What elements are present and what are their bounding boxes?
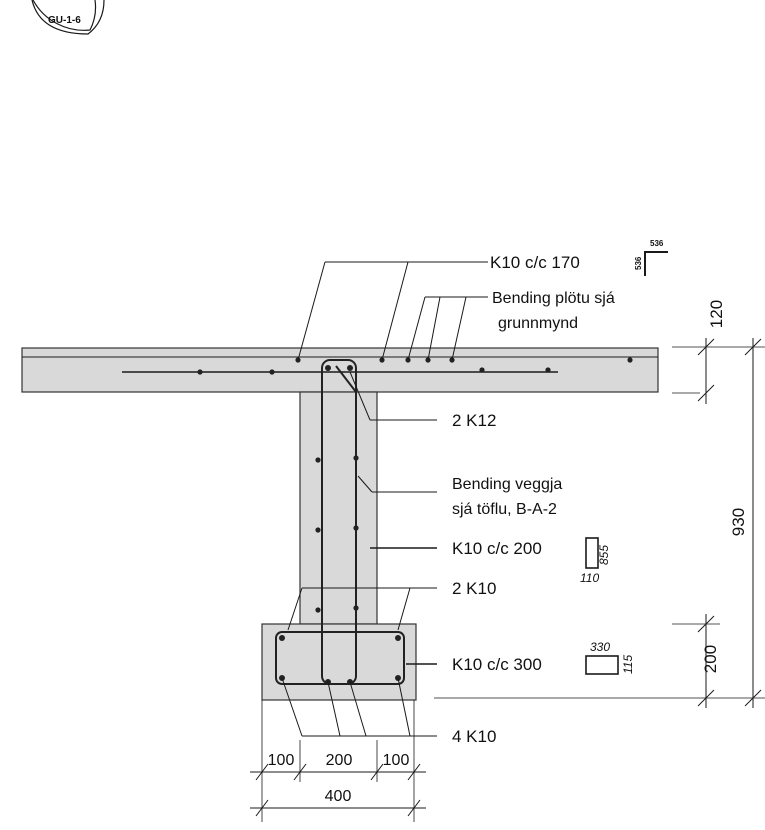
total-height-dim: 930 — [729, 508, 748, 536]
mid-bars-label: 2 K10 — [452, 579, 496, 598]
slab-bending-label-line2: grunnmynd — [498, 315, 578, 332]
footing — [261, 623, 417, 701]
rebar-dot — [325, 365, 331, 371]
badge-label: GU-1-6 — [48, 15, 81, 26]
rebar-dot — [315, 527, 321, 533]
top-bars-label: 2 K12 — [452, 411, 496, 430]
svg-text:536: 536 — [650, 239, 664, 248]
rebar-dot — [353, 605, 359, 611]
footing-stirrup-shape-sketch: 330 115 — [585, 640, 635, 675]
slab-bending-label: Bending plötu sjá — [492, 290, 615, 307]
wall-hook — [335, 365, 357, 393]
rebar-dot — [315, 607, 321, 613]
rebar-dot — [269, 369, 275, 375]
left-offset-dim: 100 — [268, 752, 295, 769]
wall — [299, 391, 378, 625]
rebar-dot — [545, 367, 551, 373]
hook-shape-sketch: 536 536 — [634, 239, 668, 276]
slab-rebar-label: K10 c/c 170 — [490, 253, 580, 272]
wall-width-dim: 200 — [326, 752, 353, 769]
rebar-dot — [353, 525, 359, 531]
svg-text:330: 330 — [590, 640, 610, 654]
svg-text:855: 855 — [597, 545, 611, 565]
svg-text:115: 115 — [621, 655, 635, 674]
footing-bars-label: 4 K10 — [452, 727, 496, 746]
svg-text:110: 110 — [580, 571, 599, 585]
rebar-dot — [395, 635, 401, 641]
rebar-dot — [279, 635, 285, 641]
footing-stirrup — [275, 631, 405, 685]
wall-stirrup-shape-sketch: 855 110 — [580, 537, 611, 585]
rebar-dot — [315, 457, 321, 463]
wall-bending-label: Bending veggja — [452, 476, 562, 493]
rebar-dot — [627, 357, 633, 363]
rebar-dot — [347, 365, 353, 371]
vertical-dimensions — [434, 338, 765, 708]
leader-lines — [281, 261, 488, 737]
horizontal-dimensions — [250, 700, 426, 822]
slab-thickness-dim: 120 — [707, 300, 726, 328]
footing-width-dim: 400 — [325, 788, 352, 805]
rebar-dot — [353, 455, 359, 461]
rebar-dot — [479, 367, 485, 373]
footing-stirrup-label: K10 c/c 300 — [452, 655, 542, 674]
wall-stirrup-label: K10 c/c 200 — [452, 539, 542, 558]
right-offset-dim: 100 — [383, 752, 410, 769]
wall-bending-label-line2: sjá töflu, B-A-2 — [452, 501, 557, 518]
detail-badge: GU-1-6 — [31, 0, 105, 35]
footing-height-dim: 200 — [701, 645, 720, 673]
svg-text:536: 536 — [634, 256, 643, 270]
rebar-dot — [197, 369, 203, 375]
